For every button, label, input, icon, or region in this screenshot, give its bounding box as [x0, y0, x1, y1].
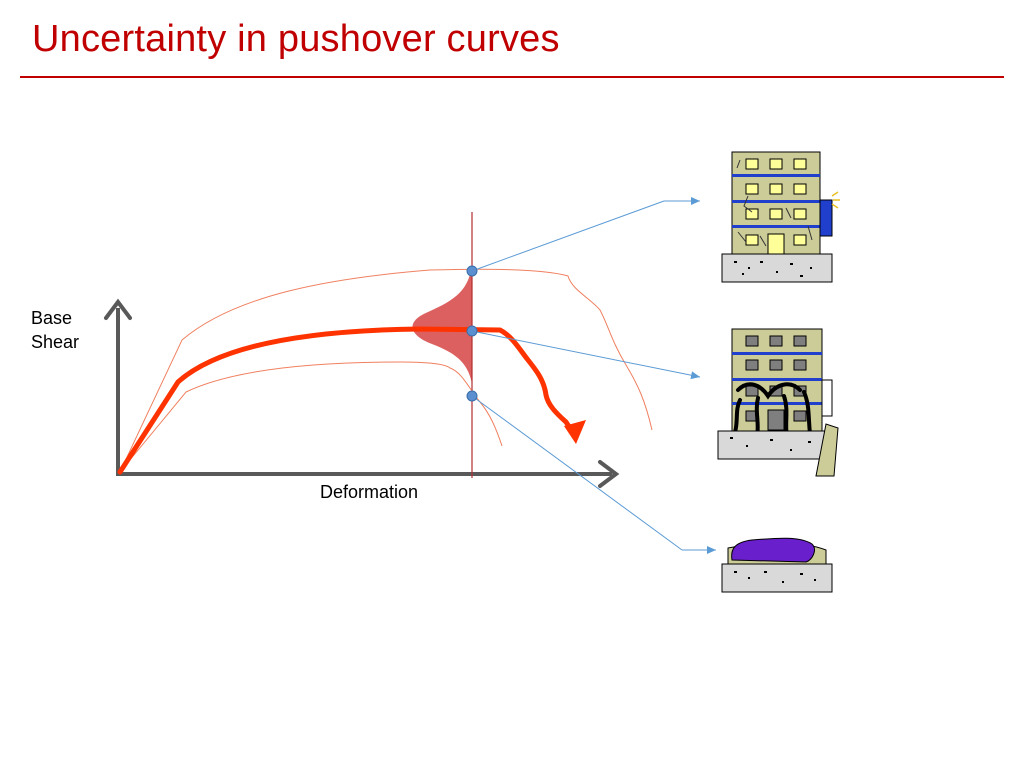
x-axis-arrowhead — [598, 460, 620, 488]
upper-bound-curve — [119, 268, 653, 473]
y-axis-arrowhead — [104, 298, 132, 320]
upper-marker — [466, 265, 478, 277]
capacity-distribution — [412, 262, 472, 384]
axes — [104, 298, 620, 488]
building-collapsed-icon — [721, 537, 833, 593]
leader-line-damaged — [471, 330, 701, 380]
building-intact-icon — [721, 151, 840, 283]
lower-bound-curve — [119, 361, 503, 473]
leader-line-collapsed — [471, 395, 683, 551]
title-underline — [20, 76, 1004, 78]
median-curve-arrowhead — [564, 420, 586, 444]
building-damaged-icon — [717, 328, 839, 477]
x-axis-label: Deformation — [320, 482, 418, 502]
leader-line-intact — [471, 200, 665, 272]
median-marker — [466, 325, 478, 337]
slide-title: Uncertainty in pushover curves — [32, 18, 560, 60]
lower-marker — [466, 390, 478, 402]
median-pushover-curve — [117, 326, 573, 475]
y-axis-label: Base Shear — [31, 308, 79, 352]
